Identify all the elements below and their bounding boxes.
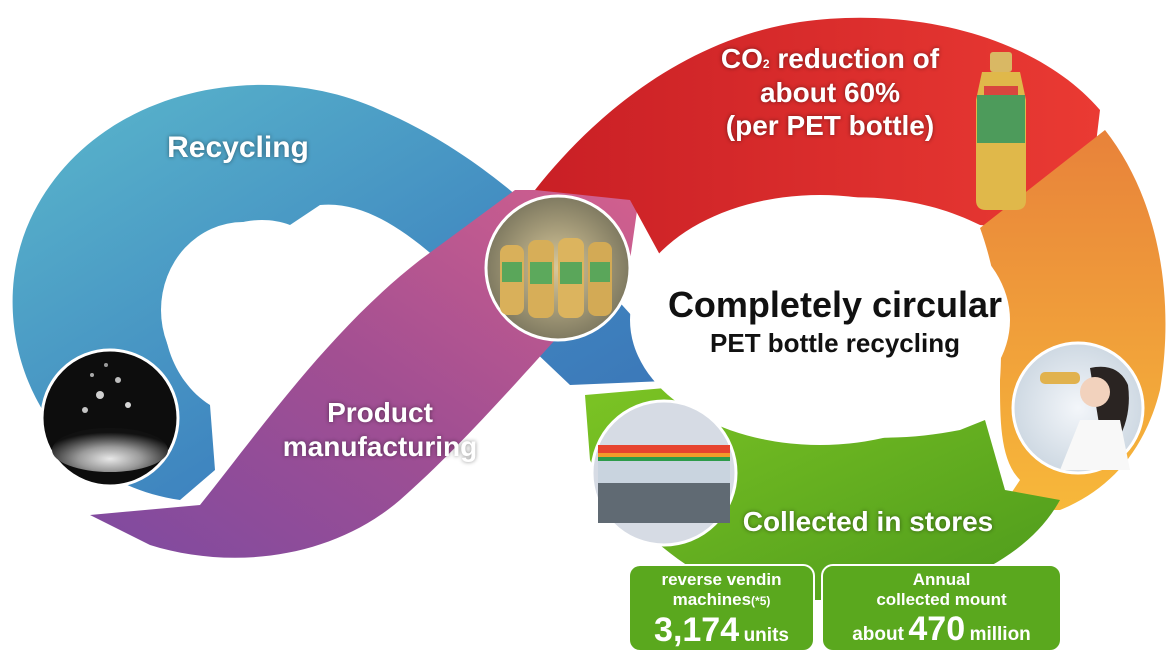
machines-label-text: machines — [672, 590, 752, 609]
product-label-line1: Product — [327, 397, 433, 428]
co2-reduction-label: CO2 reduction of about 60% (per PET bott… — [680, 42, 980, 143]
machines-unit: units — [743, 625, 789, 646]
product-manufacturing-label: Product manufacturing — [250, 396, 510, 463]
recycling-label: Recycling — [167, 131, 309, 164]
co2-label-line3: (per PET bottle) — [725, 110, 935, 142]
co2-reduction-band — [535, 17, 1100, 256]
annual-prefix: about — [852, 624, 904, 645]
machines-value-row: 3,174 units — [630, 611, 813, 650]
convenience-store-photo — [590, 399, 738, 547]
machines-value: 3,174 — [654, 611, 740, 649]
woman-drinking-photo — [1011, 341, 1145, 475]
machines-label-line1: reverse vendin — [661, 570, 782, 589]
recycled-pellets-photo — [40, 348, 180, 488]
annual-value: 470 — [908, 610, 966, 648]
co2-label-line2: about 60% — [759, 76, 901, 108]
co2-suffix: reduction of — [769, 43, 940, 74]
collected-in-stores-label: Collected in stores — [742, 506, 994, 537]
co2-label-line1: CO2 reduction of — [680, 42, 980, 76]
green-tea-bottles-photo — [484, 194, 632, 342]
annual-label-line1: Annual — [912, 570, 971, 589]
machines-note: (*5) — [751, 594, 771, 608]
center-title: Completely circular — [667, 284, 1003, 325]
center-subtitle: PET bottle recycling — [710, 328, 960, 358]
annual-unit: million — [969, 624, 1031, 645]
machines-label-line2: machines(*5) — [630, 590, 813, 611]
green-tea-bottle-photo — [976, 52, 1026, 210]
annual-collected-box: Annual collected mount about 470 million — [821, 564, 1062, 652]
co2-prefix: CO — [720, 43, 763, 74]
co2-subscript: 2 — [762, 57, 770, 71]
annual-value-row: about 470 million — [823, 610, 1060, 649]
recycling-loop-band — [12, 84, 690, 501]
reverse-vending-machines-box: reverse vendin machines(*5) 3,174 units — [628, 564, 815, 652]
annual-label-line2: collected mount — [876, 590, 1007, 609]
product-label-line2: manufacturing — [282, 430, 478, 462]
